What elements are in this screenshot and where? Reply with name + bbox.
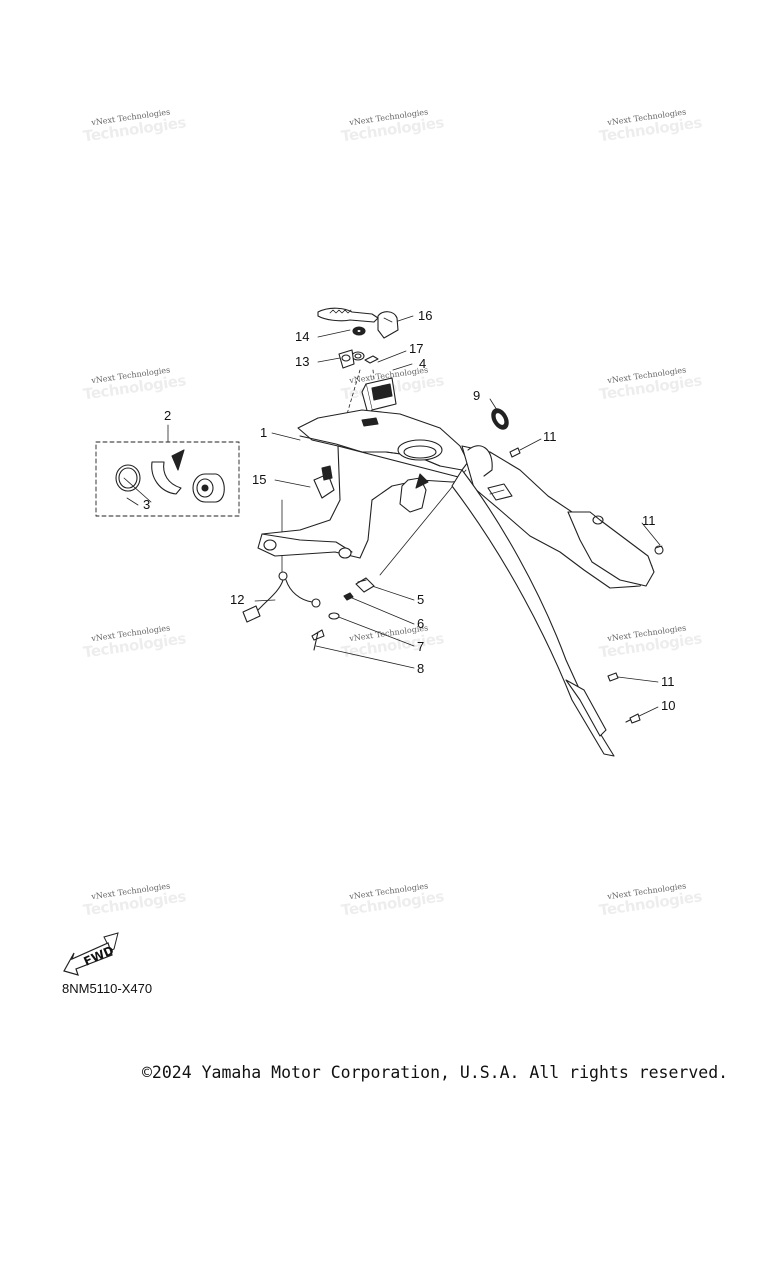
fwd-arrow: FWD xyxy=(63,932,119,976)
callout-12: 12 xyxy=(230,592,245,607)
washer-parts xyxy=(338,326,379,369)
callout-11: 11 xyxy=(661,674,675,689)
bulb-socket xyxy=(313,465,335,499)
wire-lead xyxy=(242,571,321,623)
callout-1: 1 xyxy=(260,425,268,440)
ring-part xyxy=(115,464,141,492)
key-cylinder xyxy=(317,307,399,339)
callout-4: 4 xyxy=(419,356,427,371)
callout-2: 2 xyxy=(164,408,172,423)
callout-5: 5 xyxy=(417,592,425,607)
callout-3: 3 xyxy=(143,497,151,512)
callout-7: 7 xyxy=(417,639,425,654)
copyright-notice: ©2024 Yamaha Motor Corporation, U.S.A. A… xyxy=(142,1063,729,1082)
callout-10: 10 xyxy=(661,698,676,713)
callout-6: 6 xyxy=(417,616,425,631)
callout-9: 9 xyxy=(473,388,481,403)
kit-box xyxy=(95,441,240,517)
rear-fender-body xyxy=(257,409,655,757)
callout-11: 11 xyxy=(642,513,656,528)
switch-part xyxy=(192,473,225,503)
leader-lines xyxy=(123,315,661,719)
rear-switch xyxy=(361,377,397,415)
callout-16: 16 xyxy=(418,308,433,323)
callout-11: 11 xyxy=(543,429,557,444)
rivets xyxy=(509,447,664,724)
callout-13: 13 xyxy=(295,354,310,369)
callout-8: 8 xyxy=(417,661,425,676)
rubber-cap xyxy=(491,408,509,430)
bracket-part xyxy=(151,449,185,495)
callout-17: 17 xyxy=(409,341,424,356)
callout-14: 14 xyxy=(295,329,310,344)
diagram-part-code: 8NM5110-X470 xyxy=(62,981,153,996)
callout-15: 15 xyxy=(252,472,267,487)
fasteners xyxy=(311,577,375,651)
